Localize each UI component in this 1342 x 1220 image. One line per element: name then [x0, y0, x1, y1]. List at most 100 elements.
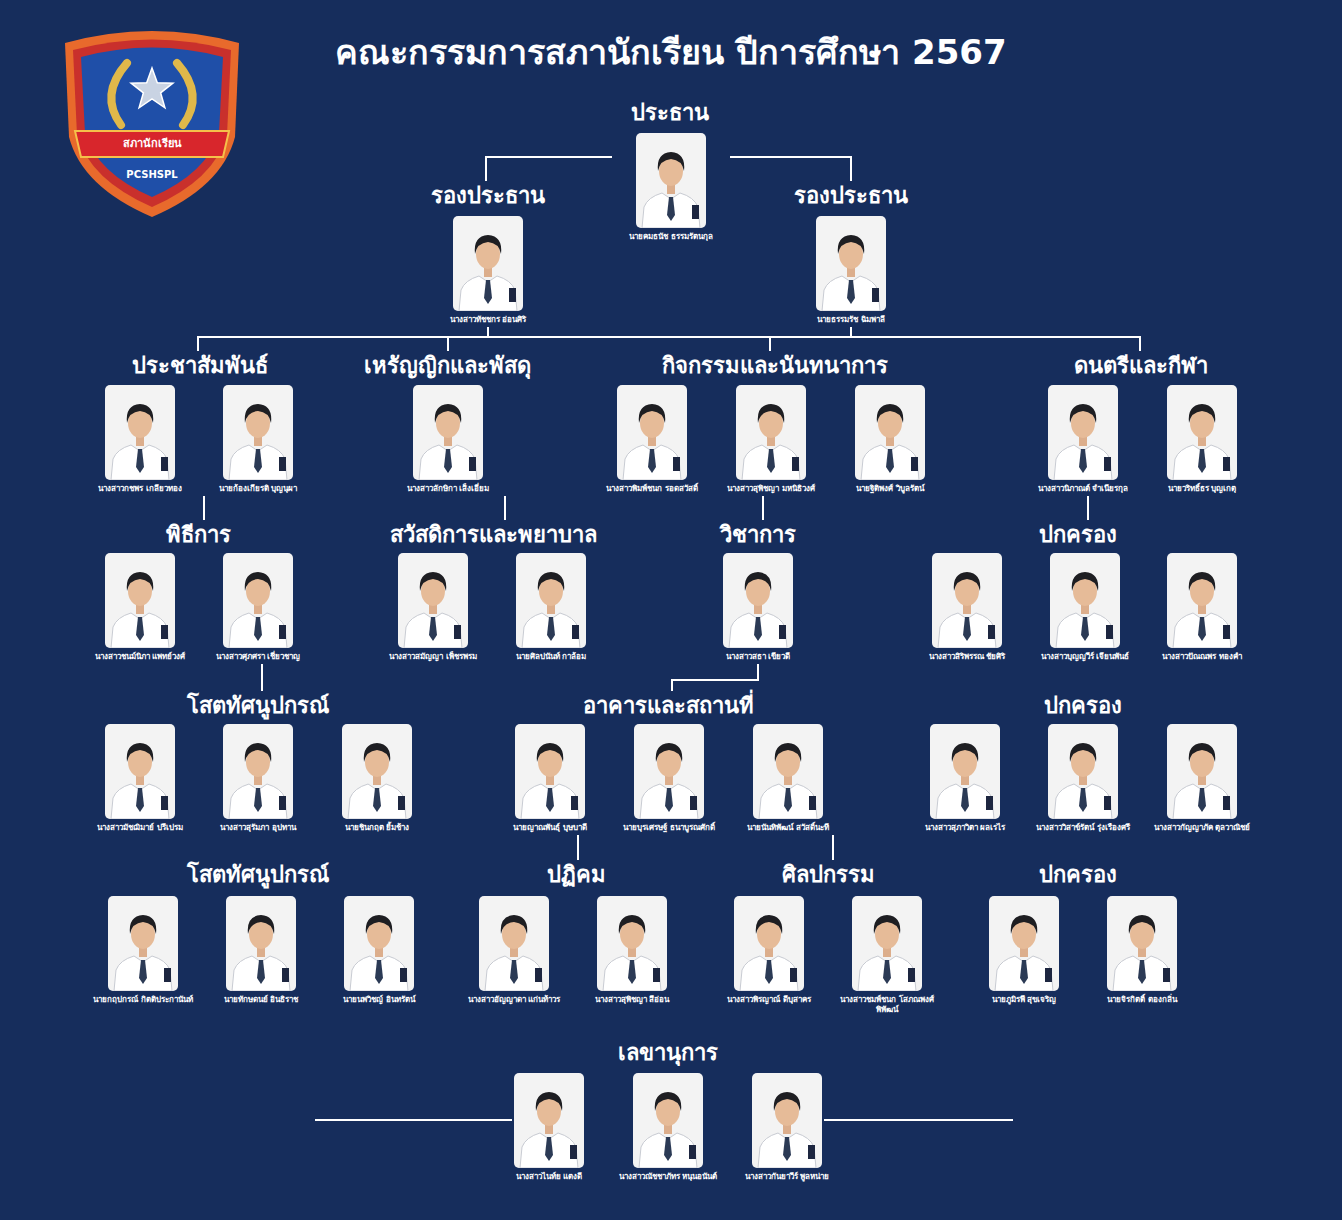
armband: [908, 968, 915, 982]
photo-bg: [413, 385, 483, 480]
member-photo: [344, 896, 414, 991]
ribbon: [75, 131, 229, 157]
shirt: [822, 276, 880, 311]
member-name: นางสาวสุภาวิตา ผลเรไร: [906, 823, 1024, 833]
tie: [847, 280, 855, 304]
wreath: [111, 63, 127, 125]
tie: [664, 1137, 672, 1161]
hair: [1070, 743, 1096, 762]
neck: [784, 776, 792, 785]
neck: [373, 776, 381, 785]
connector: [488, 327, 1140, 351]
member-card: นายก้องเกียรติ บุญนุผา: [199, 385, 317, 494]
member-photo: [930, 724, 1000, 819]
hair: [954, 572, 980, 591]
shirt: [485, 956, 543, 991]
member-name: นางสาวพิมพ์ชนก รอดสวัสดิ์: [593, 484, 711, 494]
shield-outer: [65, 31, 239, 217]
tie: [767, 449, 775, 473]
title: คณะกรรมการสภานักเรียน ปีการศึกษา 2567: [0, 30, 1342, 74]
photo-bg: [1167, 724, 1237, 819]
hair: [536, 1092, 562, 1111]
member-name: นางสาวสมัญญา เพ็ชรพรม: [374, 652, 492, 662]
neck: [545, 1125, 553, 1134]
member-photo: [1107, 896, 1177, 991]
tie: [484, 280, 492, 304]
tie: [510, 960, 518, 984]
neck: [1198, 437, 1206, 446]
member-card: นางสาวลักษิกา เส็งเอี่ยม: [389, 385, 507, 494]
committee-group: สวัสดิการและพยาบาลนางสาวสมัญญา เพ็ชรพรมน…: [374, 520, 610, 664]
member-card: นางสาวปัณณพร ทองคำ: [1143, 553, 1261, 662]
armband: [1223, 796, 1230, 810]
photo-bg: [855, 385, 925, 480]
tie: [754, 617, 762, 641]
armband: [692, 205, 699, 219]
shirt: [521, 784, 579, 819]
photo-bg: [515, 724, 585, 819]
member-name: นางสาวกัญญาภัค ตุลวาณิชย์: [1143, 823, 1261, 833]
neck: [1198, 776, 1206, 785]
photo-bg: [723, 553, 793, 648]
photo-bg: [930, 724, 1000, 819]
committee-group: อาคารและสถานที่นายญาณพันธุ์ บุษบาดีนายบุ…: [491, 691, 847, 835]
neck: [765, 948, 773, 957]
neck: [257, 948, 265, 957]
committee-group: ปฏิคมนางสาวอัญญาดา แก่นท้าวรนางสาวสุพิชญ…: [455, 860, 691, 1007]
member-name: นายชินกฤต ยิ้มช้าง: [318, 823, 436, 833]
member-card: นางสาวนิภาณต์ จำเนียรกุล: [1024, 385, 1142, 494]
tie: [139, 960, 147, 984]
member-name: นางสาวกันยาวีร์ พูลหน่าย: [728, 1172, 846, 1182]
member-photo: [515, 724, 585, 819]
shirt: [111, 613, 169, 648]
shirt: [350, 956, 408, 991]
member-photo: [1050, 553, 1120, 648]
shirt: [522, 613, 580, 648]
group-heading: สวัสดิการและพยาบาล: [390, 520, 597, 550]
member-card: นางสาวสิริพรรณ ชัยศิริ: [908, 553, 1026, 662]
neck: [754, 605, 762, 614]
shirt: [459, 276, 517, 311]
member-photo: [226, 896, 296, 991]
member-card: นายธรรมรัช ฉิมพาลี: [792, 216, 910, 325]
neck: [547, 605, 555, 614]
photo-bg: [108, 896, 178, 991]
connector: [762, 496, 764, 520]
tie: [254, 449, 262, 473]
committee-group: ศิลปกรรมนางสาวพิรญาณ์ ดีบุสาครนางสาวชมพ์…: [710, 860, 946, 1017]
committee-group: กิจกรรมและนันทนาการนางสาวพิมพ์ชนก รอดสวั…: [593, 351, 949, 496]
hair: [1189, 743, 1215, 762]
member-card: นายจิรกิตติ์ ตองกลิ่น: [1083, 896, 1201, 1005]
shirt: [938, 613, 996, 648]
shirt: [936, 784, 994, 819]
tie: [1020, 960, 1028, 984]
member-photo: [453, 216, 523, 311]
hair: [366, 915, 392, 934]
shirt: [1054, 445, 1112, 480]
armband: [1045, 968, 1052, 982]
decor-line: [824, 1119, 1013, 1121]
tie: [136, 788, 144, 812]
hair: [758, 404, 784, 423]
member-card: นางสาวกัญญาภัค ตุลวาณิชย์: [1143, 724, 1261, 833]
hair: [756, 915, 782, 934]
member-name: นายจิรกิตติ์ ตองกลิ่น: [1083, 995, 1201, 1005]
shield-inner: [81, 48, 223, 198]
armband: [1104, 796, 1111, 810]
committee-group: รองประธานนางสาวทัชชกร อ่อนศิริ: [425, 181, 551, 327]
tie: [1079, 788, 1087, 812]
connector: [1087, 496, 1089, 520]
member-card: นายศิลปนันท์ กาล้อม: [492, 553, 610, 662]
tie: [665, 788, 673, 812]
member-name: นางสาวกชพร เกลียวทอง: [81, 484, 199, 494]
member-name: นางสาววิสาข์รัตน์ รุ่งเรืองศรี: [1024, 823, 1142, 833]
armband: [872, 288, 879, 302]
tie: [1081, 617, 1089, 641]
hair: [745, 572, 771, 591]
hair: [656, 743, 682, 762]
shirt: [404, 613, 462, 648]
armband: [653, 968, 660, 982]
neck: [1079, 437, 1087, 446]
connector: [486, 157, 612, 181]
committee-group: ปกครองนางสาวสุภาวิตา ผลเรไรนางสาววิสาข์ร…: [906, 691, 1261, 835]
